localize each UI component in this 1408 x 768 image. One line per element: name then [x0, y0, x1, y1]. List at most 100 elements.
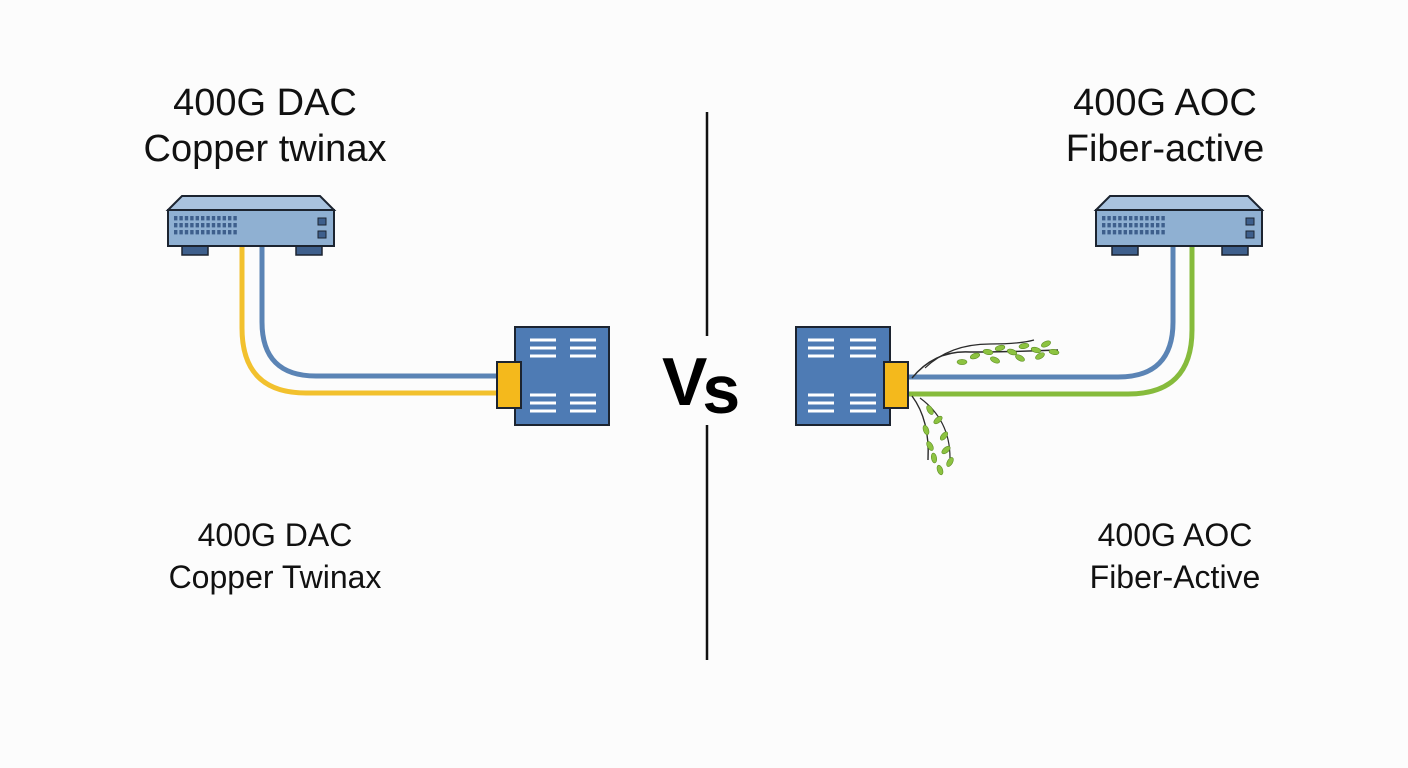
leaf — [1041, 340, 1051, 348]
dac-module-icon — [496, 326, 610, 426]
switch-port — [1118, 216, 1122, 221]
switch-port — [1107, 216, 1111, 221]
switch-port — [195, 223, 199, 228]
switch-port — [1134, 223, 1138, 228]
versus-label: Vs — [662, 342, 740, 428]
switch-port — [211, 216, 216, 221]
dac-copper-cable — [239, 243, 501, 396]
switch-port — [174, 223, 178, 228]
switch-port — [206, 230, 210, 235]
switch-port — [1129, 230, 1133, 235]
switch-port — [1102, 223, 1106, 228]
leaf — [1030, 346, 1042, 354]
switch-port — [217, 223, 221, 228]
switch-port — [190, 216, 194, 221]
switch-port — [222, 223, 226, 228]
switch-port — [179, 223, 183, 228]
switch-port — [206, 216, 210, 221]
switch-port — [179, 216, 183, 221]
switch-port — [184, 216, 189, 221]
dac-signal-cable — [259, 243, 501, 379]
switch-port — [201, 216, 205, 221]
leaf — [994, 344, 1006, 352]
switch-port — [1161, 223, 1165, 228]
switch-port — [1112, 223, 1117, 228]
aoc-top-subtitle: Fiber-active — [1065, 128, 1265, 170]
switch-port — [174, 216, 178, 221]
switch-port — [233, 216, 237, 221]
aoc-signal-cable — [903, 243, 1176, 380]
switch-port — [1129, 216, 1133, 221]
dac-bottom-label: 400G DAC Copper Twinax — [120, 514, 430, 598]
leaf — [939, 431, 949, 441]
dac-top-label: 400G DAC Copper twinax — [110, 80, 420, 172]
leaf — [941, 445, 951, 455]
dac-switch-icon — [165, 195, 337, 256]
switch-port — [1139, 223, 1144, 228]
switch-port — [217, 230, 221, 235]
versus-v: V — [662, 344, 707, 420]
aoc-switch-icon — [1093, 195, 1265, 256]
leaf — [990, 356, 1000, 364]
switch-port — [228, 223, 232, 228]
switch-port — [201, 230, 205, 235]
dac-top-subtitle: Copper twinax — [143, 128, 387, 170]
aoc-top-title: 400G AOC — [1073, 82, 1257, 124]
switch-port — [1139, 216, 1144, 221]
switch-port — [1139, 230, 1144, 235]
aoc-module-icon — [795, 326, 909, 426]
switch-port — [1129, 223, 1133, 228]
switch-port — [1102, 230, 1106, 235]
leaf — [936, 464, 944, 476]
leaf — [956, 359, 968, 365]
leaf — [1015, 354, 1025, 362]
switch-port — [1102, 216, 1106, 221]
switch-port — [233, 223, 237, 228]
aoc-top-label: 400G AOC Fiber-active — [1010, 80, 1320, 172]
switch-port — [1145, 230, 1149, 235]
leaf — [922, 424, 930, 436]
switch-port — [184, 223, 189, 228]
dac-bottom-title: 400G DAC — [197, 517, 353, 553]
switch-port — [190, 223, 194, 228]
aoc-bottom-label: 400G AOC Fiber-Active — [1020, 514, 1330, 598]
leaf — [1006, 348, 1018, 356]
switch-port — [190, 230, 194, 235]
switch-port — [1107, 223, 1111, 228]
switch-port — [228, 230, 232, 235]
switch-port — [1156, 223, 1160, 228]
switch-port — [195, 230, 199, 235]
switch-port — [1156, 216, 1160, 221]
dac-top-title: 400G DAC — [173, 82, 357, 124]
switch-port — [217, 216, 221, 221]
switch-port — [1112, 230, 1117, 235]
switch-port — [1112, 216, 1117, 221]
switch-port — [1150, 230, 1154, 235]
aoc-fiber-cable — [903, 243, 1195, 397]
switch-port — [228, 216, 232, 221]
aoc-bottom-title: 400G AOC — [1097, 517, 1253, 553]
switch-port — [222, 230, 226, 235]
versus-s: s — [702, 352, 740, 428]
switch-port — [1123, 216, 1127, 221]
leaf — [930, 452, 938, 464]
leaf — [1048, 348, 1060, 356]
switch-port — [233, 230, 237, 235]
switch-port — [179, 230, 183, 235]
switch-port — [1150, 216, 1154, 221]
switch-port — [1107, 230, 1111, 235]
leaf — [926, 441, 934, 451]
switch-port — [201, 223, 205, 228]
switch-port — [1123, 230, 1127, 235]
leaf — [946, 457, 954, 467]
switch-port — [184, 230, 189, 235]
switch-port — [222, 216, 226, 221]
leaf — [933, 415, 943, 425]
vine-leaves-icon — [911, 339, 1060, 476]
switch-port — [174, 230, 178, 235]
switch-port — [206, 223, 210, 228]
switch-port — [1134, 230, 1138, 235]
switch-port — [211, 223, 216, 228]
